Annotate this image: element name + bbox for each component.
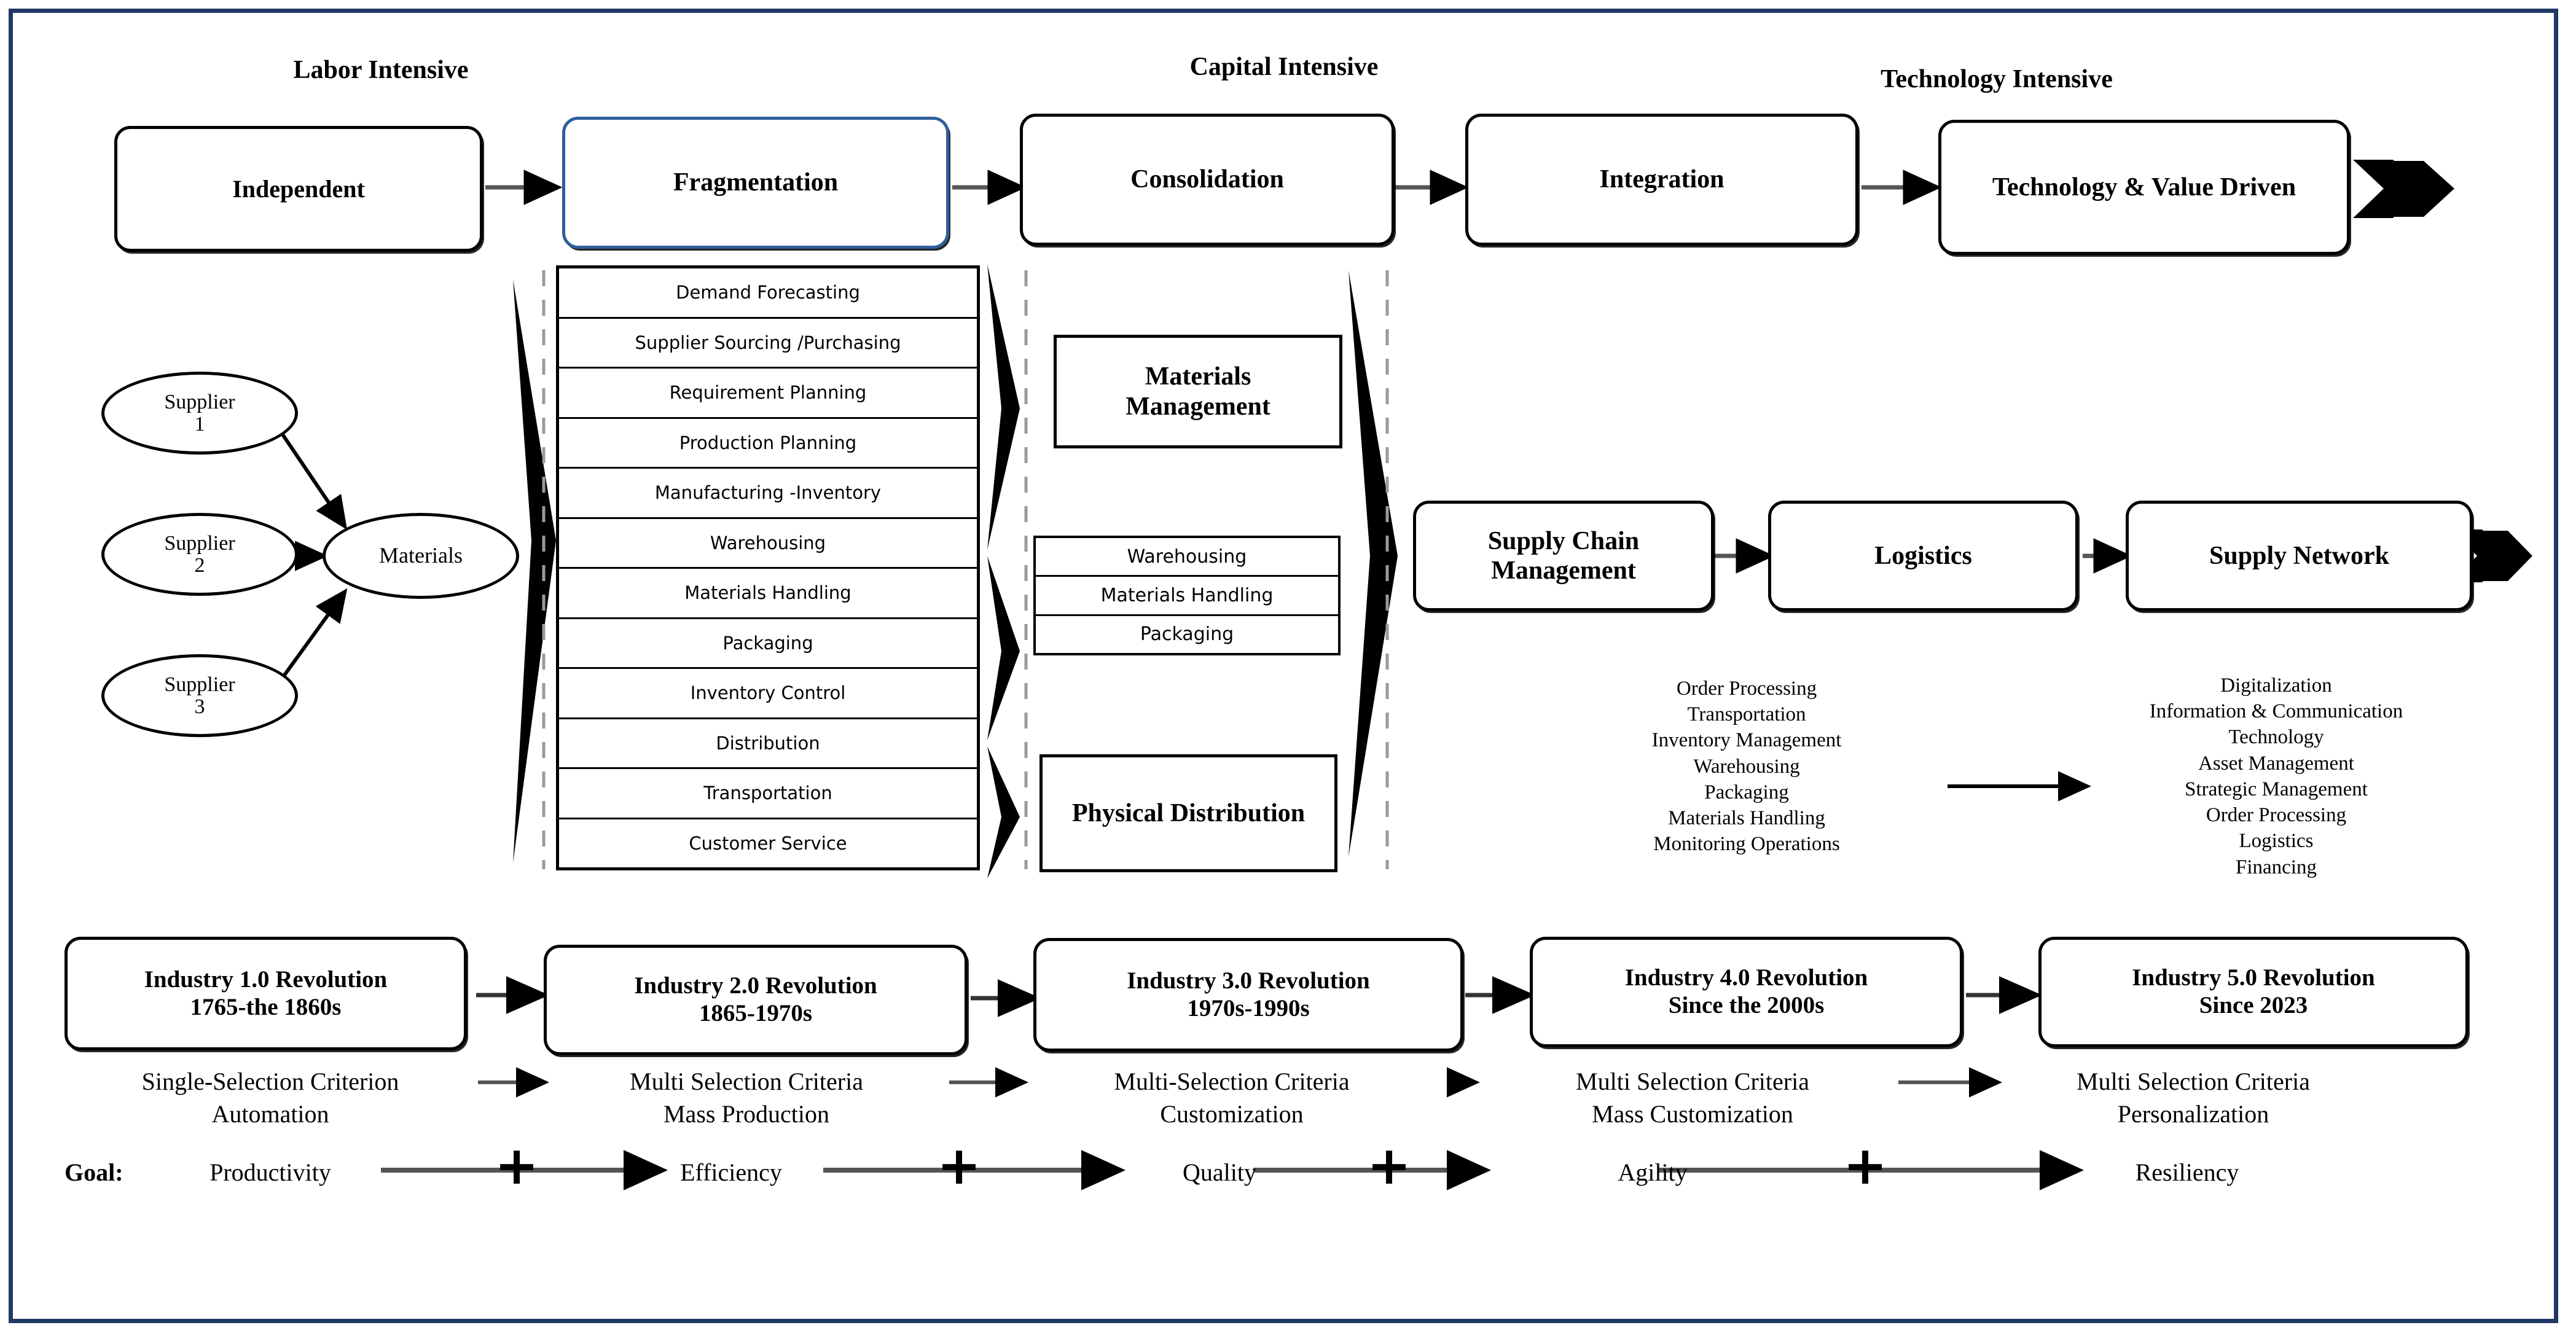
criteria-col-4: Multi Selection Criteria Mass Customizat…: [1576, 1066, 1809, 1131]
goal-label: Goal:: [65, 1158, 123, 1186]
supplier-1[interactable]: Supplier 1: [101, 372, 298, 455]
industry-3-period: 1970s-1990s: [1187, 994, 1310, 1022]
criteria-col-1: Single-Selection Criterion Automation: [142, 1066, 399, 1131]
function-row[interactable]: Materials Handling: [559, 569, 977, 619]
supplier-1-label: Supplier 1: [164, 390, 235, 436]
scm-supply-chain-management[interactable]: Supply Chain Management: [1413, 501, 1714, 611]
mode-1: Automation: [211, 1100, 329, 1128]
function-row[interactable]: Distribution: [559, 719, 977, 769]
network-activity: Information & Communication: [2149, 700, 2403, 723]
criteria-col-3: Multi-Selection Criteria Customization: [1114, 1066, 1349, 1131]
plus-icon: +: [1367, 1135, 1412, 1197]
plus-icon: +: [937, 1135, 982, 1197]
phase-title-labor: Labor Intensive: [293, 56, 469, 84]
mode-2: Mass Production: [663, 1100, 829, 1128]
industry-1-name: Industry 1.0 Revolution: [144, 966, 388, 993]
supplier-2[interactable]: Supplier 2: [101, 513, 298, 596]
industry-2-period: 1865-1970s: [699, 1000, 813, 1026]
industry-1-box[interactable]: Industry 1.0 Revolution 1765-the 1860s: [65, 937, 467, 1050]
mode-3: Customization: [1160, 1100, 1304, 1128]
industry-2-box[interactable]: Industry 2.0 Revolution 1865-1970s: [544, 945, 968, 1055]
criterion-4: Multi Selection Criteria: [1576, 1068, 1809, 1095]
shared-function-row[interactable]: Packaging: [1140, 623, 1234, 646]
materials-node[interactable]: Materials: [323, 513, 519, 599]
criteria-col-5: Multi Selection Criteria Personalization: [2077, 1066, 2310, 1131]
logistics-activity: Inventory Management: [1651, 729, 1842, 752]
function-row[interactable]: Packaging: [559, 619, 977, 669]
goal-1: Productivity: [209, 1158, 331, 1186]
industry-3-name: Industry 3.0 Revolution: [1127, 967, 1370, 994]
stage-technology-value-driven[interactable]: Technology & Value Driven: [1938, 120, 2350, 255]
industry-5-period: Since 2023: [2199, 992, 2308, 1018]
function-row[interactable]: Transportation: [559, 769, 977, 819]
industry-1-period: 1765-the 1860s: [190, 993, 342, 1020]
physical-distribution-box[interactable]: Physical Distribution: [1039, 754, 1337, 872]
plus-icon: +: [495, 1135, 539, 1197]
logistics-activity: Monitoring Operations: [1653, 833, 1840, 856]
network-activity: Technology: [2228, 726, 2324, 749]
industry-4-box[interactable]: Industry 4.0 Revolution Since the 2000s: [1530, 937, 1963, 1047]
phase-title-technology: Technology Intensive: [1881, 65, 2113, 93]
network-activity: Asset Management: [2198, 752, 2354, 775]
network-activities-list: Digitalization Information & Communicati…: [2150, 673, 2403, 880]
industry-5-name: Industry 5.0 Revolution: [2132, 964, 2375, 991]
scm-supply-network[interactable]: Supply Network: [2126, 501, 2473, 611]
network-activity: Financing: [2236, 856, 2317, 878]
diagram-outer-border: [9, 9, 2558, 1323]
stage-consolidation[interactable]: Consolidation: [1020, 114, 1395, 246]
logistics-activity: Packaging: [1704, 781, 1789, 803]
network-activity: Order Processing: [2206, 804, 2347, 827]
mode-4: Mass Customization: [1592, 1100, 1793, 1128]
criterion-3: Multi-Selection Criteria: [1114, 1068, 1350, 1095]
plus-icon: +: [1843, 1135, 1888, 1197]
function-row[interactable]: Customer Service: [689, 832, 847, 854]
network-activity: Digitalization: [2220, 674, 2332, 697]
stage-independent[interactable]: Independent: [114, 126, 483, 252]
industry-3-box[interactable]: Industry 3.0 Revolution 1970s-1990s: [1033, 938, 1463, 1052]
phase-title-capital: Capital Intensive: [1189, 53, 1379, 81]
function-list: Demand Forecasting Supplier Sourcing /Pu…: [556, 265, 980, 870]
mode-5: Personalization: [2117, 1100, 2269, 1128]
goal-2: Efficiency: [680, 1158, 782, 1186]
goal-5: Resiliency: [2135, 1158, 2239, 1186]
supplier-3[interactable]: Supplier 3: [101, 654, 298, 737]
industry-4-period: Since the 2000s: [1668, 992, 1825, 1018]
criteria-col-2: Multi Selection Criteria Mass Production: [630, 1066, 863, 1131]
supplier-3-label: Supplier 3: [164, 673, 235, 718]
logistics-activities-list: Order Processing Transportation Inventor…: [1652, 676, 1842, 857]
stage-fragmentation[interactable]: Fragmentation: [562, 117, 949, 249]
supplier-2-label: Supplier 2: [164, 531, 235, 577]
logistics-activity: Transportation: [1687, 703, 1806, 726]
logistics-activity: Warehousing: [1693, 755, 1800, 778]
criterion-5: Multi Selection Criteria: [2077, 1068, 2310, 1095]
function-row[interactable]: Requirement Planning: [559, 369, 977, 419]
goal-3: Quality: [1183, 1158, 1256, 1186]
function-row[interactable]: Demand Forecasting: [559, 268, 977, 319]
shared-functions-list: Warehousing Materials Handling Packaging: [1033, 536, 1341, 655]
network-activity: Logistics: [2239, 830, 2314, 853]
network-activity: Strategic Management: [2185, 778, 2368, 800]
function-row[interactable]: Production Planning: [559, 419, 977, 469]
materials-management-box[interactable]: Materials Management: [1054, 335, 1342, 448]
industry-2-name: Industry 2.0 Revolution: [634, 972, 877, 999]
criterion-1: Single-Selection Criterion: [141, 1068, 399, 1095]
stage-integration[interactable]: Integration: [1465, 114, 1858, 246]
function-row[interactable]: Supplier Sourcing /Purchasing: [559, 319, 977, 369]
industry-4-name: Industry 4.0 Revolution: [1624, 964, 1868, 991]
scm-logistics[interactable]: Logistics: [1768, 501, 2078, 611]
criterion-2: Multi Selection Criteria: [630, 1068, 863, 1095]
function-row[interactable]: Inventory Control: [559, 669, 977, 719]
shared-function-row[interactable]: Materials Handling: [1036, 577, 1338, 616]
function-row[interactable]: Manufacturing -Inventory: [559, 469, 977, 519]
logistics-activity: Materials Handling: [1668, 807, 1825, 830]
shared-function-row[interactable]: Warehousing: [1036, 538, 1338, 577]
function-row[interactable]: Warehousing: [559, 519, 977, 569]
logistics-activity: Order Processing: [1676, 678, 1817, 700]
goal-4: Agility: [1618, 1158, 1688, 1186]
industry-5-box[interactable]: Industry 5.0 Revolution Since 2023: [2038, 937, 2468, 1047]
